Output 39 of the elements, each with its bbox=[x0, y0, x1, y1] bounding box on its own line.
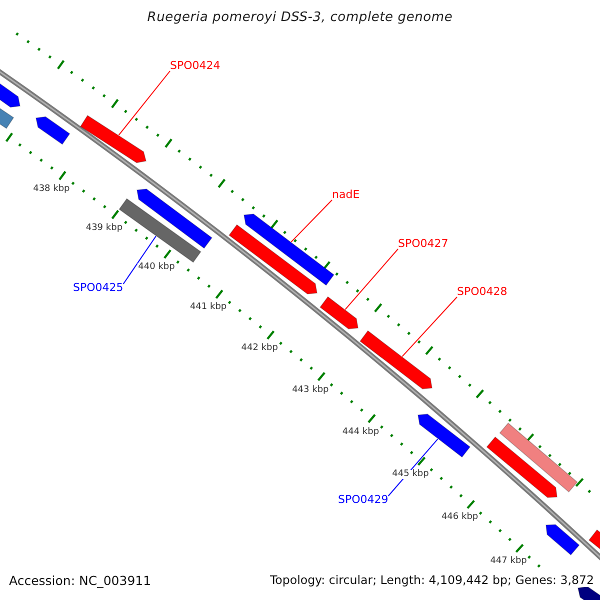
gene-feature bbox=[36, 116, 70, 145]
gene-feature bbox=[486, 436, 558, 498]
scale-label: 440 kbp bbox=[138, 263, 175, 272]
leader-line bbox=[122, 236, 156, 284]
gene-feature bbox=[588, 529, 600, 552]
gene-label: SPO0425 bbox=[73, 282, 124, 293]
gene-label: SPO0424 bbox=[170, 60, 220, 71]
gene-label: SPO0429 bbox=[338, 494, 388, 505]
scale-label: 443 kbp bbox=[292, 386, 329, 395]
leader-line bbox=[118, 70, 170, 136]
leader-line bbox=[402, 296, 458, 357]
gene-feature bbox=[80, 114, 146, 164]
map-title: Ruegeria pomeroyi DSS-3, complete genome bbox=[146, 11, 454, 24]
leader-line bbox=[388, 438, 438, 496]
gene-feature bbox=[228, 224, 318, 294]
scale-label: 438 kbp bbox=[33, 184, 70, 194]
scale-label: 444 kbp bbox=[342, 428, 380, 437]
leader-line bbox=[290, 200, 332, 242]
leader-line bbox=[344, 248, 398, 310]
gene-label: SPO0428 bbox=[457, 286, 508, 297]
accession-text: Accession: NC_003911 bbox=[9, 575, 152, 588]
scale-label: 442 kbp bbox=[241, 344, 278, 354]
gene-feature bbox=[578, 586, 600, 600]
gene-feature bbox=[0, 105, 14, 129]
gene-feature bbox=[360, 330, 432, 390]
gene-label: nadE bbox=[332, 189, 360, 200]
gene-feature bbox=[136, 188, 212, 249]
scale-label: 445 kbp bbox=[392, 470, 429, 480]
gene-feature bbox=[499, 422, 578, 492]
gene-feature bbox=[418, 414, 471, 458]
gene-feature bbox=[546, 524, 580, 556]
scale-label: 446 kbp bbox=[441, 513, 478, 522]
gene-label: SPO0427 bbox=[398, 238, 448, 249]
gene-feature bbox=[320, 296, 358, 330]
scale-label: 447 kbp bbox=[490, 557, 527, 566]
gene-feature bbox=[244, 214, 334, 286]
topology-text: Topology: circular; Length: 4,109,442 bp; Genes: 3,872 bbox=[270, 575, 594, 587]
scale-label: 441 kbp bbox=[190, 303, 227, 312]
scale-label: 439 kbp bbox=[86, 224, 123, 233]
